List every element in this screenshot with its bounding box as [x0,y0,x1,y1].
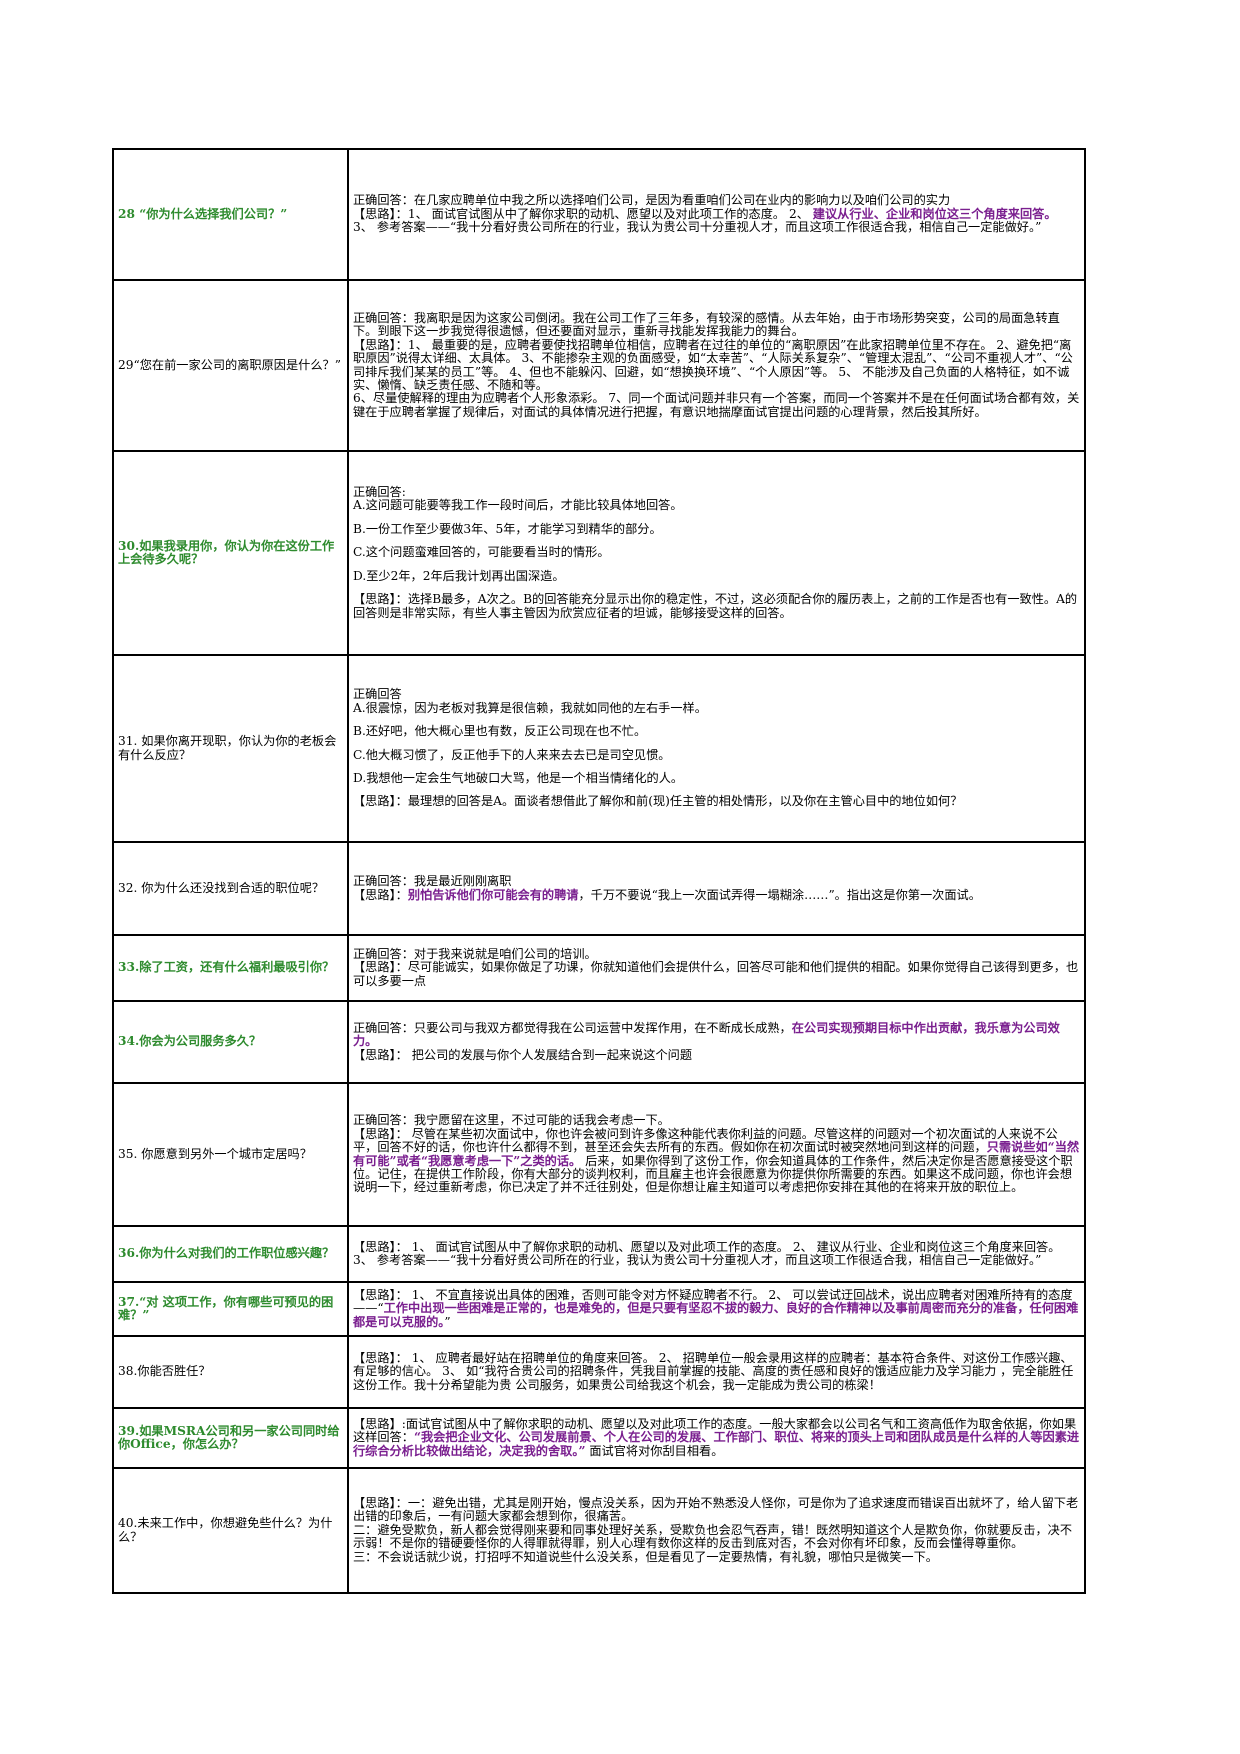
table-row: 30.如果我录用你，你认为你在这份工作上会待多久呢？ 正确回答: A.这问题可能… [112,450,1086,656]
answer-cell: 正确回答：对于我来说就是咱们公司的培训。 【思路】：尽可能诚实，如果你做足了功课… [347,934,1086,1002]
answer-cell: 【思路】： 1、 面试官试图从中了解你求职的动机、愿望以及对此项工作的态度。 2… [347,1225,1086,1283]
answer-text: 正确回答：在几家应聘单位中我之所以选择咱们公司，是因为看重咱们公司在业内的影响力… [353,193,951,208]
answer-text: 【思路】： 把公司的发展与你个人发展结合到一起来说这个问题 [353,1047,693,1062]
answer-text: ，千万不要说“我上一次面试弄得一塌糊涂……”。指出这是你第一次面试。 [578,887,981,902]
interview-qa-table: 28 “你为什么选择我们公司？” 正确回答：在几家应聘单位中我之所以选择咱们公司… [112,148,1086,1594]
table-row: 31. 如果你离开现职，你认为你的老板会有什么反应？ 正确回答 A.很震惊，因为… [112,654,1086,843]
table-row: 37.“对 这项工作，你有哪些可预见的困难？” 【思路】： 1、 不宜直接说出具… [112,1281,1086,1337]
answer-text: 面试官将对你刮目相看。 [585,1443,724,1458]
answer-option: B.还好吧，他大概心里也有数，反正公司现在也不忙。 [353,724,647,739]
answer-text: 正确回答：我离职是因为这家公司倒闭。我在公司工作了三年多，有较深的感情。从去年始… [353,310,1060,339]
answer-cell: 【思路】:面试官试图从中了解你求职的动机、愿望以及对此项工作的态度。一般大家都会… [347,1407,1086,1469]
answer-option: A.很震惊，因为老板对我算是很信赖，我就如同他的左右手一样。 [353,700,707,715]
table-row: 34.你会为公司服务多久？ 正确回答：只要公司与我双方都觉得我在公司运营中发挥作… [112,1000,1086,1084]
answer-text: 正确回答：我是最近刚刚离职 [353,874,512,889]
answer-highlight: 工作中出现一些困难是正常的，也是难免的，但是只要有坚忍不拔的毅力、良好的合作精神… [353,1301,1079,1329]
answer-cell: 正确回答 A.很震惊，因为老板对我算是很信赖，我就如同他的左右手一样。 B.还好… [347,654,1086,843]
answer-cell: 正确回答：只要公司与我双方都觉得我在公司运营中发挥作用，在不断成长成熟，在公司实… [347,1000,1086,1084]
answer-text: 正确回答: [353,485,406,500]
question-cell: 38.你能否胜任？ [112,1335,349,1409]
answer-cell: 正确回答：在几家应聘单位中我之所以选择咱们公司，是因为看重咱们公司在业内的影响力… [347,148,1086,281]
answer-cell: 正确回答: A.这问题可能要等我工作一段时间后，才能比较具体地回答。 B.一份工… [347,450,1086,656]
answer-option: D.至少2年，2年后我计划再出国深造。 [353,568,565,583]
answer-text: 三：不会说话就少说，打招呼不知道说些什么没关系，但是看见了一定要热情，有礼貌，哪… [353,1549,938,1564]
answer-highlight: “我会把企业文化、公司发展前景、个人在公司的发展、工作部门、职位、将来的顶头上司… [353,1430,1080,1458]
answer-highlight: 别怕告诉他们你可能会有的聘请 [407,887,579,902]
answer-text: 【思路】：选择B最多，A次之。B的回答能充分显示出你的稳定性，不过，这必须配合你… [353,592,1078,620]
table-row: 33.除了工资，还有什么福利最吸引你？ 正确回答：对于我来说就是咱们公司的培训。… [112,934,1086,1002]
question-cell: 35. 你愿意到另外一个城市定居吗？ [112,1082,349,1227]
question-cell: 34.你会为公司服务多久？ [112,1000,349,1084]
answer-text: 【思路】：最理想的回答是A。面谈者想借此了解你和前(现)任主管的相处情形，以及你… [353,794,963,809]
answer-text: 【思路】： 尽管在某些初次面试中，你也许会被问到许多像这种能代表你利益的问题。尽… [353,1126,1058,1155]
answer-highlight: 建议从行业、企业和岗位这三个角度来回答。 [812,206,1057,221]
answer-text: 后来，如果你得到了这份工作，你会知道具体的工作条件，然后决定你是否愿意接受这个职… [353,1153,1073,1195]
answer-option: B.一份工作至少要做3年、5年，才能学习到精华的部分。 [353,521,662,536]
table-row: 39.如果MSRA公司和另一家公司同时给你Office，你怎么办？ 【思路】:面… [112,1407,1086,1469]
answer-option: C.他大概习惯了，反正他手下的人来来去去已是司空见惯。 [353,747,671,762]
answer-cell: 正确回答：我离职是因为这家公司倒闭。我在公司工作了三年多，有较深的感情。从去年始… [347,279,1086,452]
answer-text: 正确回答：我宁愿留在这里，不过可能的话我会考虑一下。 [353,1113,670,1128]
answer-option: A.这问题可能要等我工作一段时间后，才能比较具体地回答。 [353,498,683,513]
table-row: 28 “你为什么选择我们公司？” 正确回答：在几家应聘单位中我之所以选择咱们公司… [112,148,1086,281]
answer-text: 6、尽量使解释的理由为应聘者个人形象添彩。 7、同一个面试问题并非只有一个答案，… [353,391,1080,419]
answer-text: 二：避免受欺负，新人都会觉得刚来要和同事处理好关系，受欺负也会忍气吞声，错！既然… [353,1522,1073,1551]
question-cell: 28 “你为什么选择我们公司？” [112,148,349,281]
question-cell: 31. 如果你离开现职，你认为你的老板会有什么反应？ [112,654,349,843]
table-row: 38.你能否胜任？ 【思路】： 1、 应聘者最好站在招聘单位的角度来回答。 2、… [112,1335,1086,1409]
answer-text: 【思路】:面试官试图从中了解你求职的动机、愿望以及对此项工作的态度。一般大家都会… [353,1416,1077,1445]
question-cell: 36.你为什么对我们的工作职位感兴趣？ [112,1225,349,1283]
table-row: 29“您在前一家公司的离职原因是什么？” 正确回答：我离职是因为这家公司倒闭。我… [112,279,1086,452]
table-row: 32. 你为什么还没找到合适的职位呢？ 正确回答：我是最近刚刚离职 【思路】：别… [112,841,1086,936]
answer-text: 3、 参考答案——“我十分看好贵公司所在的行业，我认为贵公司十分重视人才，而且这… [353,220,1042,235]
table-row: 36.你为什么对我们的工作职位感兴趣？ 【思路】： 1、 面试官试图从中了解你求… [112,1225,1086,1283]
answer-text: 【思路】：尽可能诚实，如果你做足了功课，你就知道他们会提供什么，回答尽可能和他们… [353,960,1079,988]
table-row: 35. 你愿意到另外一个城市定居吗？ 正确回答：我宁愿留在这里，不过可能的话我会… [112,1082,1086,1227]
answer-cell: 正确回答：我宁愿留在这里，不过可能的话我会考虑一下。 【思路】： 尽管在某些初次… [347,1082,1086,1227]
answer-text: 正确回答：对于我来说就是咱们公司的培训。 [353,946,597,961]
answer-highlight: 在公司实现预期目标中作出贡献，我乐意为公司效力。 [353,1020,1060,1049]
answer-text: 【思路】：1、 最重要的是，应聘者要使找招聘单位相信，应聘者在过往的单位的“离职… [353,337,1073,392]
question-cell: 30.如果我录用你，你认为你在这份工作上会待多久呢？ [112,450,349,656]
question-cell: 32. 你为什么还没找到合适的职位呢？ [112,841,349,936]
answer-text: ” [444,1314,451,1329]
answer-cell: 【思路】： 1、 不宜直接说出具体的困难，否则可能令对方怀疑应聘者不行。 2、 … [347,1281,1086,1337]
table-row: 40.未来工作中，你想避免些什么？为什么？ 【思路】：一：避免出错，尤其是刚开始… [112,1467,1086,1594]
answer-highlight: 只需说些如“当然有可能”或者“我愿意考虑一下”之类的话。 [353,1140,1080,1168]
answer-option: D.我想他一定会生气地破口大骂，他是一个相当情绪化的人。 [353,770,684,785]
answer-text: 正确回答：只要公司与我双方都觉得我在公司运营中发挥作用，在不断成长成熟， [353,1020,792,1035]
answer-cell: 【思路】： 1、 应聘者最好站在招聘单位的角度来回答。 2、 招聘单位一般会录用… [347,1335,1086,1409]
question-cell: 33.除了工资，还有什么福利最吸引你？ [112,934,349,1002]
answer-option: C.这个问题蛮难回答的，可能要看当时的情形。 [353,545,610,560]
answer-text: 【思路】：一：避免出错，尤其是刚开始，慢点没关系，因为开始不熟悉没人怪你，可是你… [353,1495,1079,1524]
answer-text: 【思路】：1、 面试官试图从中了解你求职的动机、愿望以及对此项工作的态度。 2、 [353,206,809,221]
answer-text: 【思路】： 1、 应聘者最好站在招聘单位的角度来回答。 2、 招聘单位一般会录用… [353,1350,1074,1392]
answer-text: 【思路】： [353,887,408,902]
answer-text: 正确回答 [353,687,402,702]
question-cell: 29“您在前一家公司的离职原因是什么？” [112,279,349,452]
question-cell: 37.“对 这项工作，你有哪些可预见的困难？” [112,1281,349,1337]
answer-text: 【思路】： 1、 不宜直接说出具体的困难，否则可能令对方怀疑应聘者不行。 2、 … [353,1287,1073,1316]
question-cell: 40.未来工作中，你想避免些什么？为什么？ [112,1467,349,1594]
answer-cell: 正确回答：我是最近刚刚离职 【思路】：别怕告诉他们你可能会有的聘请，千万不要说“… [347,841,1086,936]
answer-cell: 【思路】：一：避免出错，尤其是刚开始，慢点没关系，因为开始不熟悉没人怪你，可是你… [347,1467,1086,1594]
question-cell: 39.如果MSRA公司和另一家公司同时给你Office，你怎么办？ [112,1407,349,1469]
answer-text: 【思路】： 1、 面试官试图从中了解你求职的动机、愿望以及对此项工作的态度。 2… [353,1239,1061,1267]
